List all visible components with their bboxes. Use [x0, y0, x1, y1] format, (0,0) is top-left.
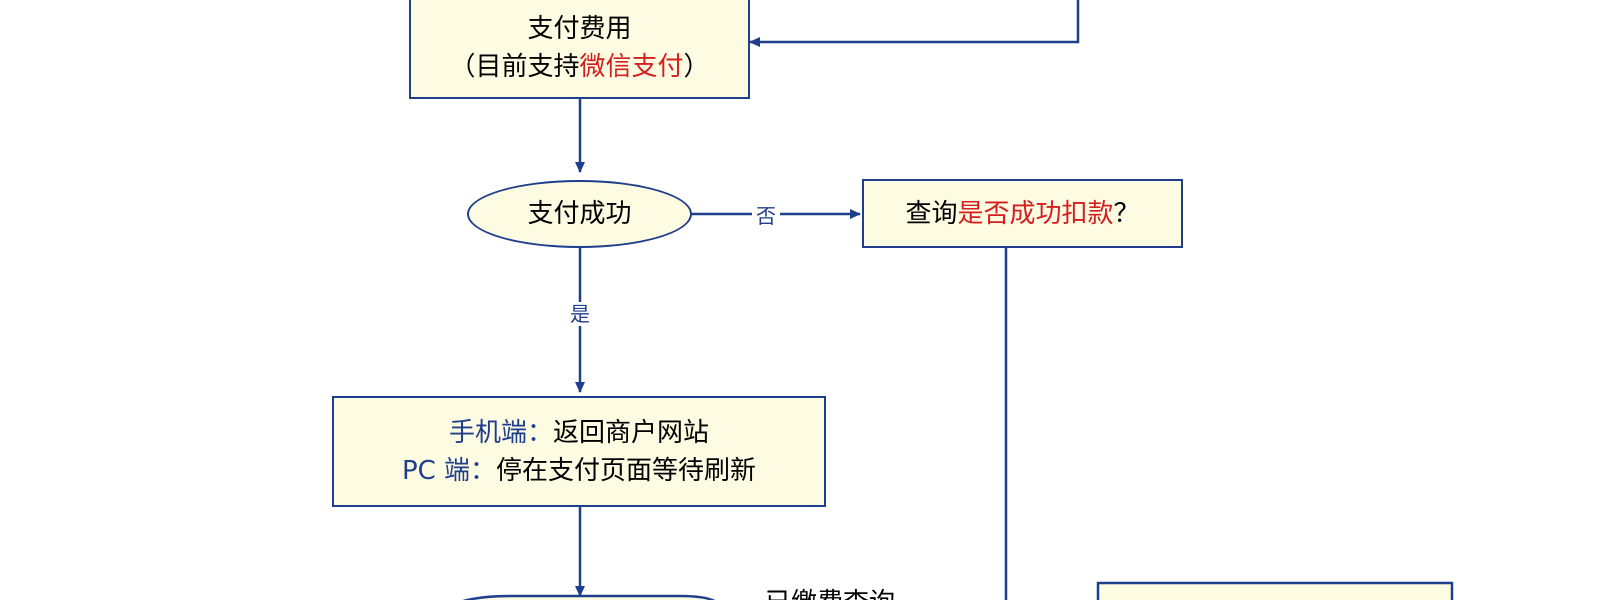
- mobile-label: 手机端：: [448, 417, 553, 448]
- bottom-right-box-partial: [1096, 581, 1454, 600]
- return-loop-arrow: [749, 0, 1080, 47]
- pay-fee-subtitle-prefix: （目前支持: [449, 51, 580, 82]
- check-deduction-suffix: ？: [1113, 198, 1140, 229]
- no-branch-label: 否: [752, 204, 780, 228]
- pay-fee-box: 支付费用 （目前支持微信支付）: [409, 0, 750, 99]
- wechat-pay-highlight: 微信支付: [579, 51, 684, 82]
- pc-label: PC 端：: [401, 455, 497, 486]
- yes-branch-label: 是: [566, 302, 594, 326]
- pay-success-decision: 支付成功: [467, 180, 692, 248]
- check-deduction-text: 查询是否成功扣款？: [905, 195, 1139, 233]
- pay-fee-title: 支付费用: [527, 13, 632, 44]
- pay-fee-subtitle: （目前支持微信支付）: [449, 48, 709, 86]
- pay-success-label: 支付成功: [527, 199, 632, 229]
- pc-line: PC 端：停在支付页面等待刷新: [402, 452, 756, 490]
- check-deduction-prefix: 查询: [905, 198, 958, 229]
- bottom-node-partial: [462, 594, 716, 600]
- paid-query-text-partial: 已缴费查询: [765, 588, 895, 600]
- pc-text: 停在支付页面等待刷新: [496, 455, 757, 486]
- check-deduction-box: 查询是否成功扣款？: [862, 179, 1183, 248]
- mobile-text: 返回商户网站: [553, 417, 710, 448]
- return-page-box: 手机端：返回商户网站 PC 端：停在支付页面等待刷新: [332, 396, 826, 507]
- mobile-line: 手机端：返回商户网站: [449, 414, 709, 452]
- deduction-success-highlight: 是否成功扣款: [957, 198, 1114, 229]
- pay-fee-subtitle-suffix: ）: [683, 51, 710, 82]
